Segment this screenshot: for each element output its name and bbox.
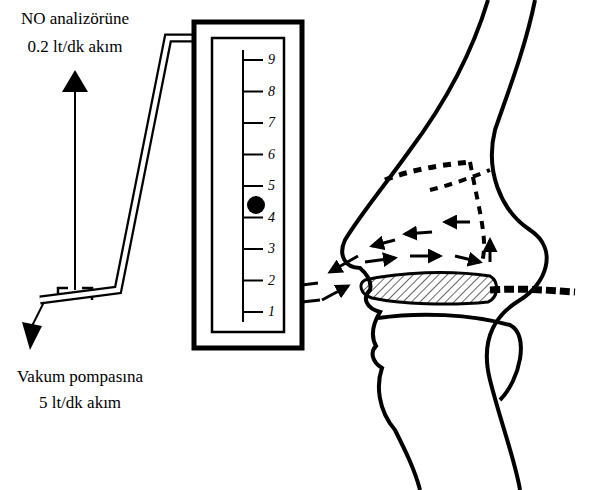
scale-number: 8 [268,85,275,99]
nasal-probe [302,283,320,302]
flow-rate-label: 5 lt/dk akım [39,394,121,411]
scale-tick [243,122,263,124]
scale-number: 7 [268,116,275,130]
scale-tick [243,185,263,187]
scale-tick [243,91,263,93]
nasal-bone [385,162,470,180]
arrow-head [62,70,88,92]
flowmeter-tube [212,38,284,332]
scale-tick [243,248,263,250]
tubing-bore [40,38,192,300]
scale-number: 2 [268,274,275,288]
scale-number: 3 [268,242,275,256]
scale-tick [243,280,263,282]
scale-number: 4 [268,211,275,225]
scale-tick [243,311,263,313]
scale-tick [243,217,263,219]
flowmeter-housing [194,22,302,348]
scale-tick [243,59,263,61]
turbinate-edge [430,170,490,190]
soft-palate [490,289,575,292]
float-ball [247,196,265,214]
destination-label: Vakum pompasına [17,368,143,385]
arrow-head [22,322,42,350]
scale-tick [243,154,263,156]
scale-number: 1 [268,305,275,319]
pharynx-wall [487,0,547,490]
scale-number: 9 [268,53,275,67]
flow-arrow [74,90,76,290]
hard-palate [361,273,497,305]
tubing [40,38,192,300]
scale-number: 5 [268,179,275,193]
flow-rate-label: 0.2 lt/dk akım [28,38,123,55]
nasal-wall [470,162,484,262]
scale-number: 6 [268,148,275,162]
face-profile [342,0,488,490]
destination-label: NO analizörüne [21,10,129,27]
airflow-arrows [322,222,490,300]
tongue [378,315,521,400]
scale-ticks [243,60,263,312]
